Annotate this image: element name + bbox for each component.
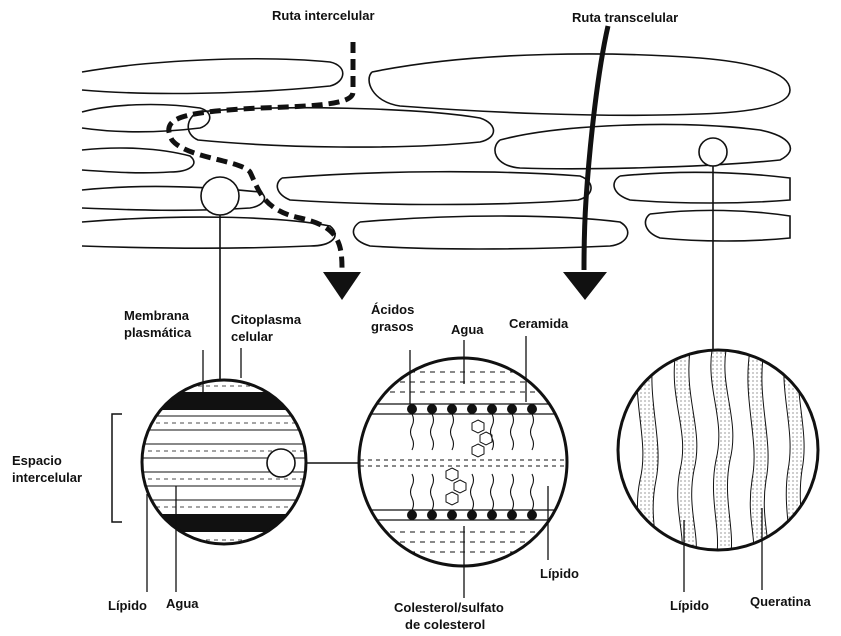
corneocyte-row-12 <box>645 210 790 241</box>
corneocyte-row-1 <box>82 59 343 94</box>
transcellular-route-path <box>584 26 608 270</box>
label-citoplasma-2: celular <box>231 329 273 344</box>
circle-intercellular-space <box>140 380 310 550</box>
label-lipido-mid: Lípido <box>540 566 579 581</box>
corneocyte-row-9 <box>614 172 790 203</box>
intercellular-space-bracket <box>112 414 122 522</box>
intercellular-arrow-head <box>323 272 361 300</box>
transcellular-arrow-head <box>563 272 607 300</box>
corneocyte-row-2 <box>369 54 790 115</box>
label-ruta-transcelular: Ruta transcelular <box>572 10 678 25</box>
label-ruta-intercelular: Ruta intercelular <box>272 8 375 23</box>
label-membrana-1: Membrana <box>124 308 190 323</box>
label-acidos-1: Ácidos <box>371 302 414 317</box>
label-lipido-right: Lípido <box>670 598 709 613</box>
corneocyte-row-8 <box>277 172 591 205</box>
circle-lipid-bilayer <box>356 356 570 570</box>
label-membrana-2: plasmática <box>124 325 192 340</box>
label-espacio-2: intercelular <box>12 470 82 485</box>
circle-keratin <box>614 346 824 560</box>
label-queratina: Queratina <box>750 594 811 609</box>
label-espacio-1: Espacio <box>12 453 62 468</box>
label-agua-left: Agua <box>166 596 199 611</box>
label-acidos-2: grasos <box>371 319 414 334</box>
label-ceramida: Ceramida <box>509 316 569 331</box>
zoom-marker-left <box>201 177 239 215</box>
corneocyte-row-10 <box>82 217 335 248</box>
label-colesterol-1: Colesterol/sulfato <box>394 600 504 615</box>
intercellular-route-path <box>169 42 353 268</box>
label-agua-top: Agua <box>451 322 484 337</box>
label-lipido-left: Lípido <box>108 598 147 613</box>
corneocyte-row-5 <box>495 125 790 169</box>
label-colesterol-2: de colesterol <box>405 617 485 632</box>
label-citoplasma-1: Citoplasma <box>231 312 302 327</box>
corneocyte-row-4 <box>188 108 493 147</box>
corneocyte-row-6 <box>82 148 194 173</box>
zoom-marker-right <box>699 138 727 166</box>
